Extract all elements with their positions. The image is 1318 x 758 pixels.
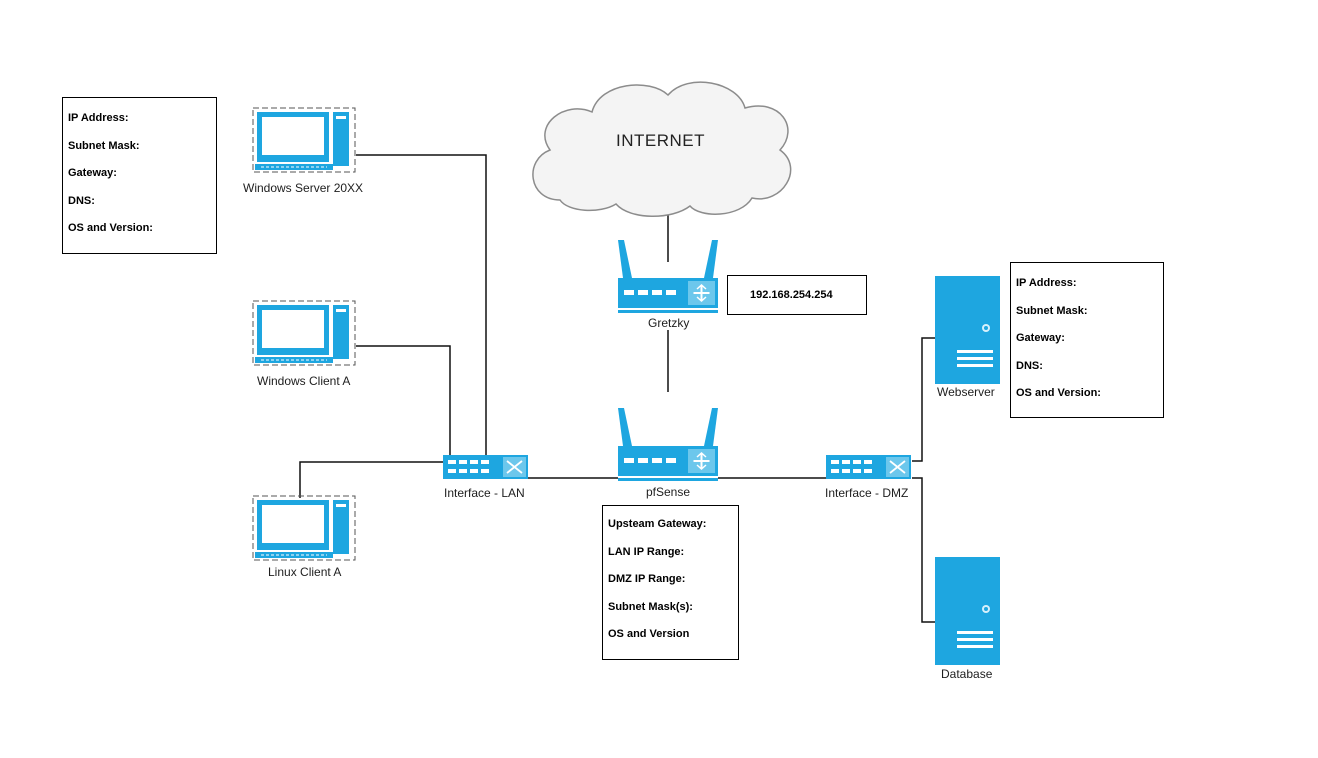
info-subnet-mask: Subnet Mask: bbox=[68, 139, 140, 152]
link-linux-lan bbox=[299, 461, 446, 498]
pfsense-info-box: Upsteam Gateway: LAN IP Range: DMZ IP Ra… bbox=[602, 505, 739, 660]
gretzky-ip: 192.168.254.254 bbox=[750, 289, 833, 301]
internet-label: INTERNET bbox=[616, 131, 705, 150]
connection-lines bbox=[299, 154, 935, 623]
info-gateway: Gateway: bbox=[68, 167, 117, 179]
info-ip-address: IP Address: bbox=[68, 112, 129, 124]
info-upstream-gateway: Upsteam Gateway: bbox=[608, 518, 707, 530]
windows-server-info-box: IP Address: Subnet Mask: Gateway: DNS: O… bbox=[62, 97, 217, 254]
link-dmz-webserver bbox=[912, 337, 935, 462]
webserver-icon bbox=[935, 276, 1000, 384]
linux-client-icon bbox=[252, 495, 356, 561]
windows-client-icon bbox=[252, 300, 356, 366]
info-dns: DNS: bbox=[68, 194, 95, 207]
gretzky-ip-box: 192.168.254.254 bbox=[727, 275, 867, 315]
info-os-version: OS and Version: bbox=[68, 222, 153, 234]
link-server-lan bbox=[356, 154, 487, 458]
info-subnet-mask: Subnet Mask: bbox=[1016, 304, 1088, 317]
webserver-info-box: IP Address: Subnet Mask: Gateway: DNS: O… bbox=[1010, 262, 1164, 418]
webserver-label: Webserver bbox=[937, 385, 995, 399]
lan-switch-icon bbox=[443, 455, 528, 479]
info-os-version: OS and Version bbox=[608, 628, 690, 640]
lan-switch-label: Interface - LAN bbox=[444, 486, 525, 500]
windows-client-label: Windows Client A bbox=[257, 374, 351, 388]
database-icon bbox=[935, 557, 1000, 665]
info-ip-address: IP Address: bbox=[1016, 277, 1077, 289]
dmz-switch-icon bbox=[826, 455, 911, 479]
info-os-version: OS and Version: bbox=[1016, 387, 1101, 399]
info-subnet-masks: Subnet Mask(s): bbox=[608, 600, 693, 613]
gretzky-label: Gretzky bbox=[648, 316, 690, 330]
info-gateway: Gateway: bbox=[1016, 332, 1065, 344]
windows-server-label: Windows Server 20XX bbox=[243, 181, 364, 195]
windows-server-icon bbox=[252, 107, 356, 173]
info-dns: DNS: bbox=[1016, 359, 1043, 372]
pfsense-router-icon bbox=[618, 408, 718, 481]
database-label: Database bbox=[941, 667, 993, 681]
link-dmz-database bbox=[912, 477, 935, 623]
info-dmz-ip-range: DMZ IP Range: bbox=[608, 573, 686, 585]
info-lan-ip-range: LAN IP Range: bbox=[608, 545, 685, 558]
linux-client-label: Linux Client A bbox=[268, 565, 342, 579]
dmz-switch-label: Interface - DMZ bbox=[825, 486, 909, 500]
gretzky-router-icon bbox=[618, 240, 718, 313]
internet-cloud-icon bbox=[532, 81, 792, 217]
link-winclient-lan bbox=[356, 345, 451, 458]
pfsense-label: pfSense bbox=[646, 485, 691, 499]
